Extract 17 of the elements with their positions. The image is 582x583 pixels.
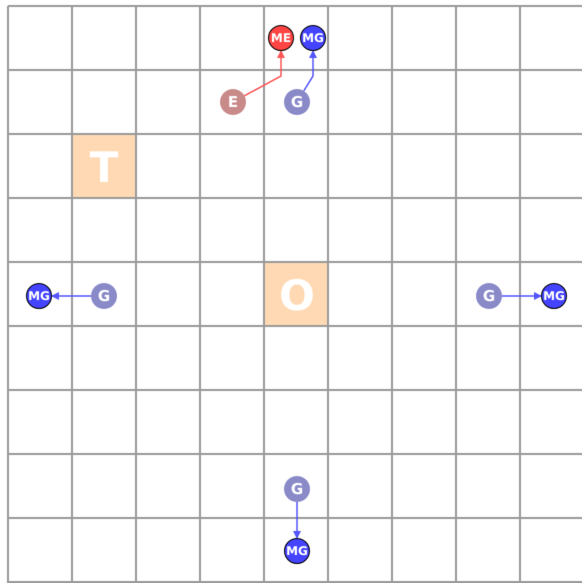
letter-tile: T bbox=[72, 135, 136, 199]
arrow bbox=[303, 50, 317, 92]
faded-token-circle: G bbox=[476, 283, 502, 309]
faded-token-circle: G bbox=[284, 476, 310, 502]
token-circle: ME bbox=[268, 25, 294, 51]
faded-token-circle: G bbox=[91, 283, 117, 309]
arrow bbox=[244, 50, 285, 96]
token-circle: MG bbox=[284, 538, 310, 564]
arrow bbox=[51, 292, 91, 300]
arrow bbox=[502, 292, 542, 300]
token-circle: MG bbox=[541, 283, 567, 309]
letter-tile: O bbox=[265, 263, 329, 327]
token-circle: MG bbox=[26, 283, 52, 309]
arrow bbox=[293, 502, 301, 539]
faded-token-circle: G bbox=[284, 89, 310, 115]
faded-token-circle: E bbox=[220, 89, 246, 115]
token-circle: MG bbox=[300, 25, 326, 51]
